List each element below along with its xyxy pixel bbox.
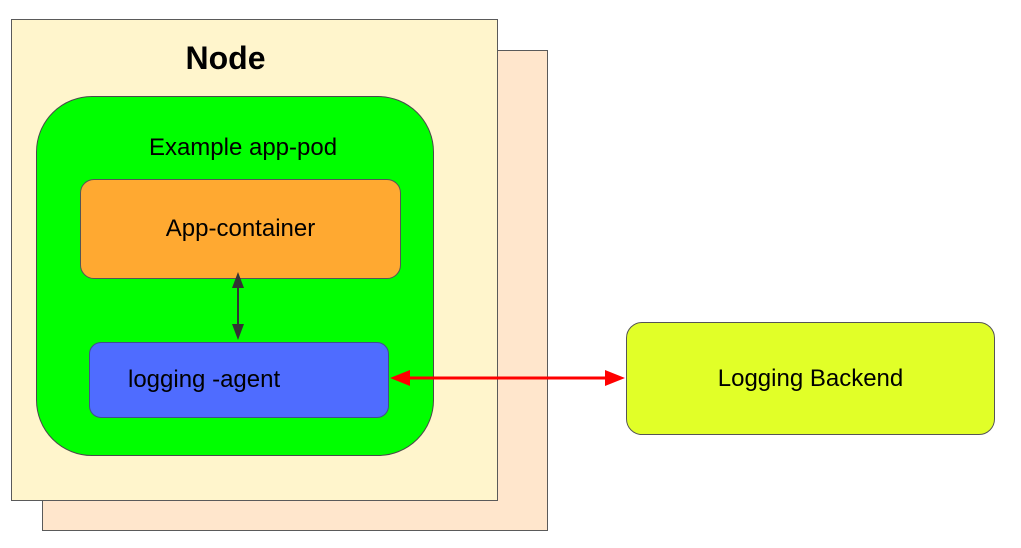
app-container-label: App-container xyxy=(165,215,316,242)
app-container-box: App-container xyxy=(80,179,401,279)
logging-agent-label: logging -agent xyxy=(128,366,281,393)
logging-backend-label: Logging Backend xyxy=(717,364,904,392)
logging-agent-box: logging -agent xyxy=(89,342,389,418)
pod-title: Example app-pod xyxy=(148,134,338,161)
logging-backend-box: Logging Backend xyxy=(626,322,995,435)
arrowhead-right-icon xyxy=(605,370,625,386)
node-title: Node xyxy=(185,40,266,76)
